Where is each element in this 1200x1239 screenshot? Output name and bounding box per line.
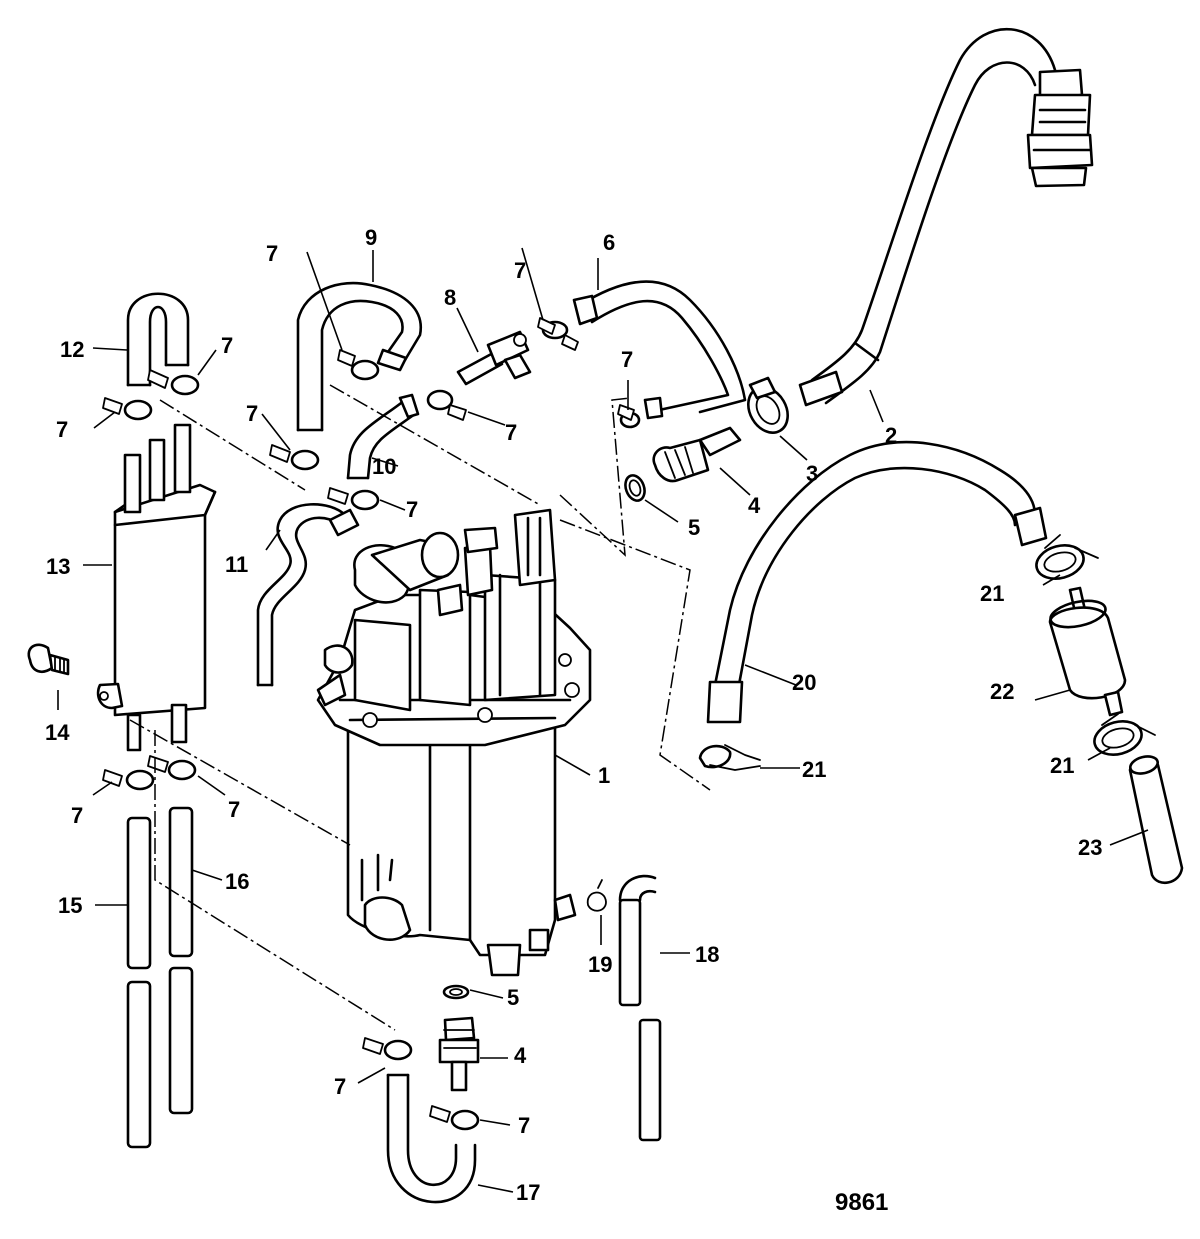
clip-19 [586,879,607,912]
clamp-7-e [147,369,200,396]
callout-17: 17 [516,1180,540,1205]
callout-6: 6 [603,230,615,255]
clamp-7-k [362,1037,413,1061]
callout-7-c: 7 [221,333,233,358]
fuel-hose-16 [168,806,194,1115]
callout-15: 15 [58,893,82,918]
callout-16: 16 [225,869,249,894]
callout-7-a: 7 [266,241,278,266]
clamp-7-l [429,1105,480,1131]
callout-12: 12 [60,337,84,362]
callout-7-b: 7 [514,258,526,283]
quick-connector [1026,68,1094,188]
fuel-hose-20 [706,440,1048,724]
o-ring-5-upper [624,474,646,502]
fuel-hose-12 [126,292,190,387]
callout-5-lower: 5 [507,985,519,1010]
callout-7-h: 7 [406,497,418,522]
callout-4-lower: 4 [514,1043,527,1068]
callout-18: 18 [695,942,719,967]
callout-2: 2 [885,423,897,448]
callouts: 1 2 3 4 4 5 5 6 7 7 7 7 7 7 7 7 7 7 7 7 … [45,225,1102,1205]
callout-10: 10 [372,454,396,479]
clamps-7 [102,317,641,1131]
callout-21-upper: 21 [980,581,1004,606]
fuel-hose-10 [346,393,420,480]
callout-7-k: 7 [334,1074,346,1099]
fuel-hose-9 [296,281,423,432]
callout-3: 3 [806,461,818,486]
callout-21-lower: 21 [1050,753,1074,778]
inline-filter-22 [1048,586,1127,717]
callout-7-j: 7 [228,797,240,822]
fuel-hose-11 [256,503,360,687]
tee-fitting-8 [456,330,532,386]
callout-11: 11 [225,552,248,577]
callout-21-middle: 21 [802,757,826,782]
fitting-4-lower [438,1016,480,1092]
clamp-7-j [147,755,197,781]
callout-7-d: 7 [621,347,633,372]
callout-8: 8 [444,285,456,310]
fuel-hose-15 [126,816,152,1149]
clamp-7-f [102,397,153,421]
callout-5-upper: 5 [688,515,700,540]
assembly-lines [129,384,711,1031]
clamp-7-b [537,317,579,351]
callout-7-e: 7 [246,401,258,426]
callout-7-i: 7 [71,803,83,828]
callout-14: 14 [45,720,70,745]
callout-19: 19 [588,952,612,977]
callout-7-g: 7 [505,420,517,445]
callout-22: 22 [990,679,1014,704]
callout-1: 1 [598,763,610,788]
fuel-cooler-13 [96,423,217,752]
fuel-hose-17 [386,1073,477,1204]
fuel-pump-assembly-1 [316,508,592,977]
figure-number: 9861 [835,1189,888,1216]
clamp-21-upper [1035,534,1099,580]
clamp-7-i [102,769,155,791]
clamp-7-g [269,444,320,471]
clamp-7-d [617,404,641,429]
clamp-7-h [327,487,380,511]
callout-23: 23 [1078,835,1102,860]
screw-14 [27,643,70,676]
fuel-hose-23 [1128,755,1184,885]
clamp-7-c [426,389,467,421]
fuel-hose-6 [572,280,747,420]
clamp-21-lower [1093,713,1156,756]
callout-4-upper: 4 [748,493,761,518]
o-ring-5-lower [442,984,470,1000]
fitting-4-upper [652,426,742,483]
hose-clamp-3 [747,376,789,434]
callout-13: 13 [46,554,70,579]
callout-20: 20 [792,670,816,695]
clamp-7-a [337,349,380,381]
fuel-hose-2 [798,27,1057,407]
leader-lines [57,247,1149,1193]
clamp-21-middle [698,744,761,771]
callout-9: 9 [365,225,377,250]
fuel-hose-18 [618,874,662,1142]
callout-7-f: 7 [56,417,68,442]
callout-7-l: 7 [518,1113,530,1138]
